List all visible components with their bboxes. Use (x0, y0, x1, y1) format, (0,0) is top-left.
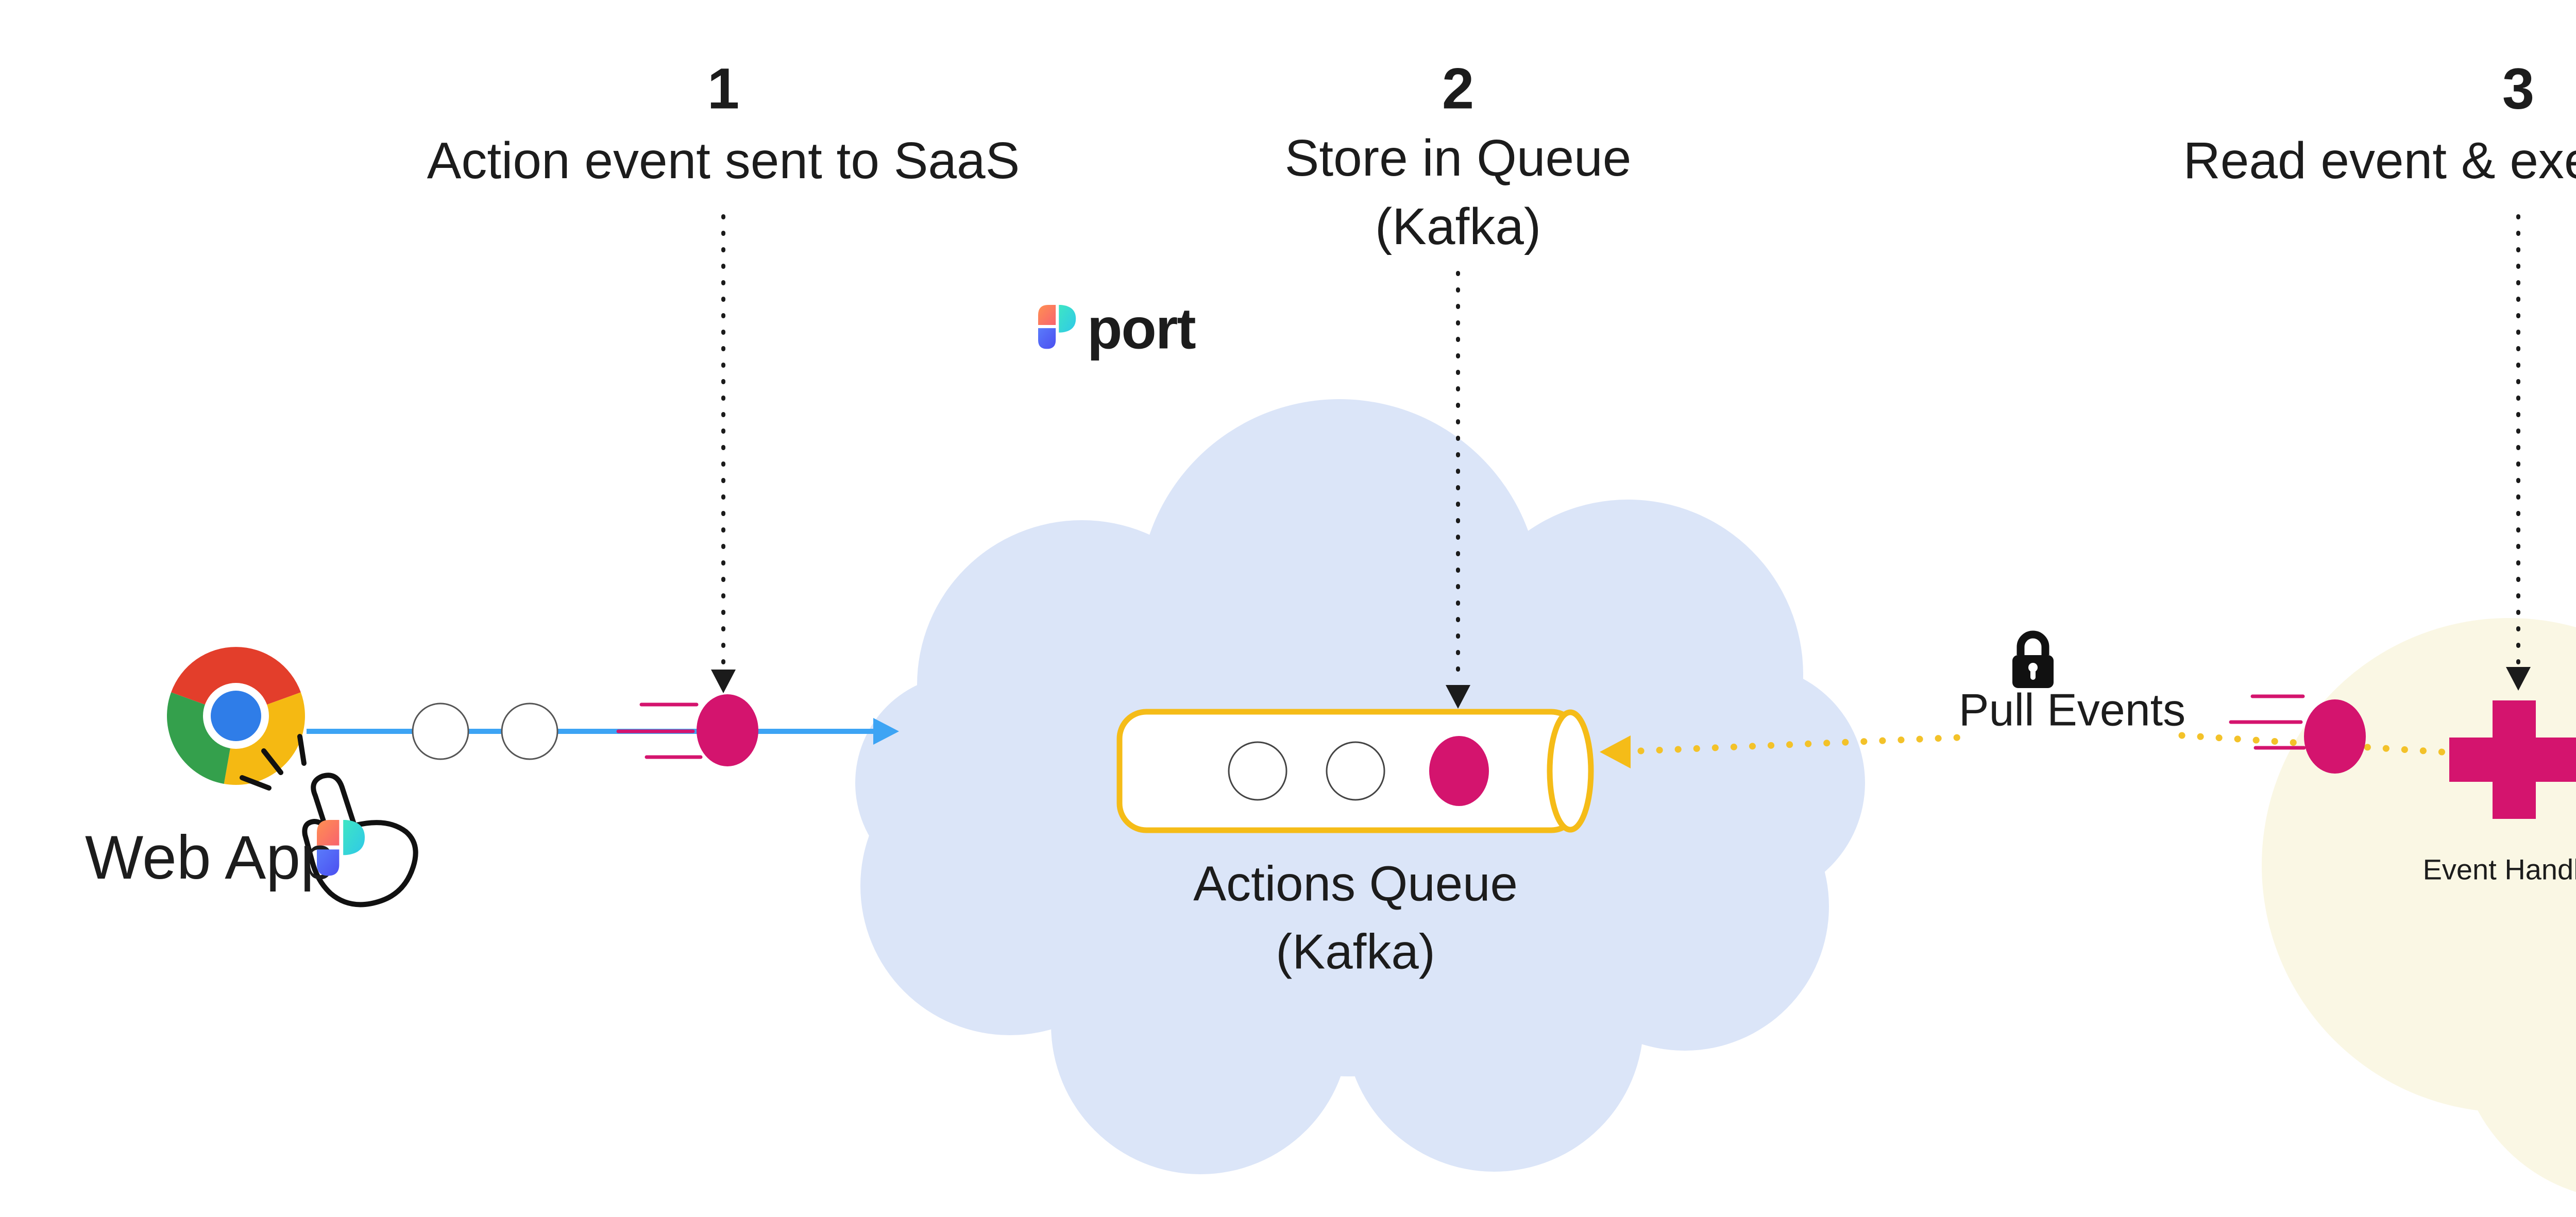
port-logo: port (1038, 297, 1196, 361)
step-1-label-group: 1 Action event sent to SaaS (427, 57, 1020, 190)
queue-title: Actions Queue (1193, 856, 1518, 912)
event-line-arrowhead (873, 718, 899, 745)
event-slot-circle (412, 702, 469, 760)
action-event-dot (697, 694, 758, 766)
chrome-icon (167, 647, 305, 785)
port-logo-icon (1038, 305, 1076, 349)
pull-events-label: Pull Events (1959, 684, 2185, 735)
queue-slot-circle (1326, 741, 1385, 801)
step-2-arrowhead (1446, 685, 1470, 709)
step-1-arrowhead (711, 670, 736, 693)
step-3-label: Read event & execute runner (2183, 132, 2576, 190)
step-3-arrowhead (2506, 667, 2531, 691)
pull-dotted-line-left (1637, 734, 1961, 755)
pulled-event-dot (2304, 699, 2366, 774)
step-3-number: 3 (2502, 57, 2534, 121)
step-3-label-group: 3 Read event & execute runner (2183, 57, 2576, 190)
step-arrows (721, 214, 2520, 687)
web-app-label: Web App (85, 823, 335, 892)
step-1-number: 1 (707, 57, 739, 121)
event-slot-circle (501, 702, 558, 760)
queued-event-dot (1429, 736, 1489, 806)
step-2-number: 2 (1442, 57, 1474, 121)
queue-subtitle: (Kafka) (1276, 924, 1435, 980)
step-2-label: Store in Queue (1285, 129, 1632, 187)
event-handler: Event Handler (2423, 700, 2576, 886)
event-handler-label: Event Handler (2423, 853, 2576, 886)
event-dot-speedlines (616, 702, 703, 759)
step-2-sublabel: (Kafka) (1375, 198, 1541, 255)
pull-arrowhead (1600, 735, 1631, 768)
actions-queue-cylinder (1116, 709, 1594, 833)
queue-slot-circle (1228, 741, 1287, 801)
queue-cap (1547, 709, 1594, 833)
step-2-label-group: 2 Store in Queue (Kafka) (1285, 57, 1632, 256)
step-arrowheads (711, 667, 2531, 709)
pull-events-link (1600, 732, 2461, 768)
event-line (307, 694, 899, 766)
pulled-event-dot-group (2229, 694, 2366, 774)
lock-icon (2012, 630, 2054, 688)
step-1-label: Action event sent to SaaS (427, 132, 1020, 190)
port-wordmark: port (1087, 297, 1195, 361)
event-handler-plus (2449, 700, 2576, 819)
